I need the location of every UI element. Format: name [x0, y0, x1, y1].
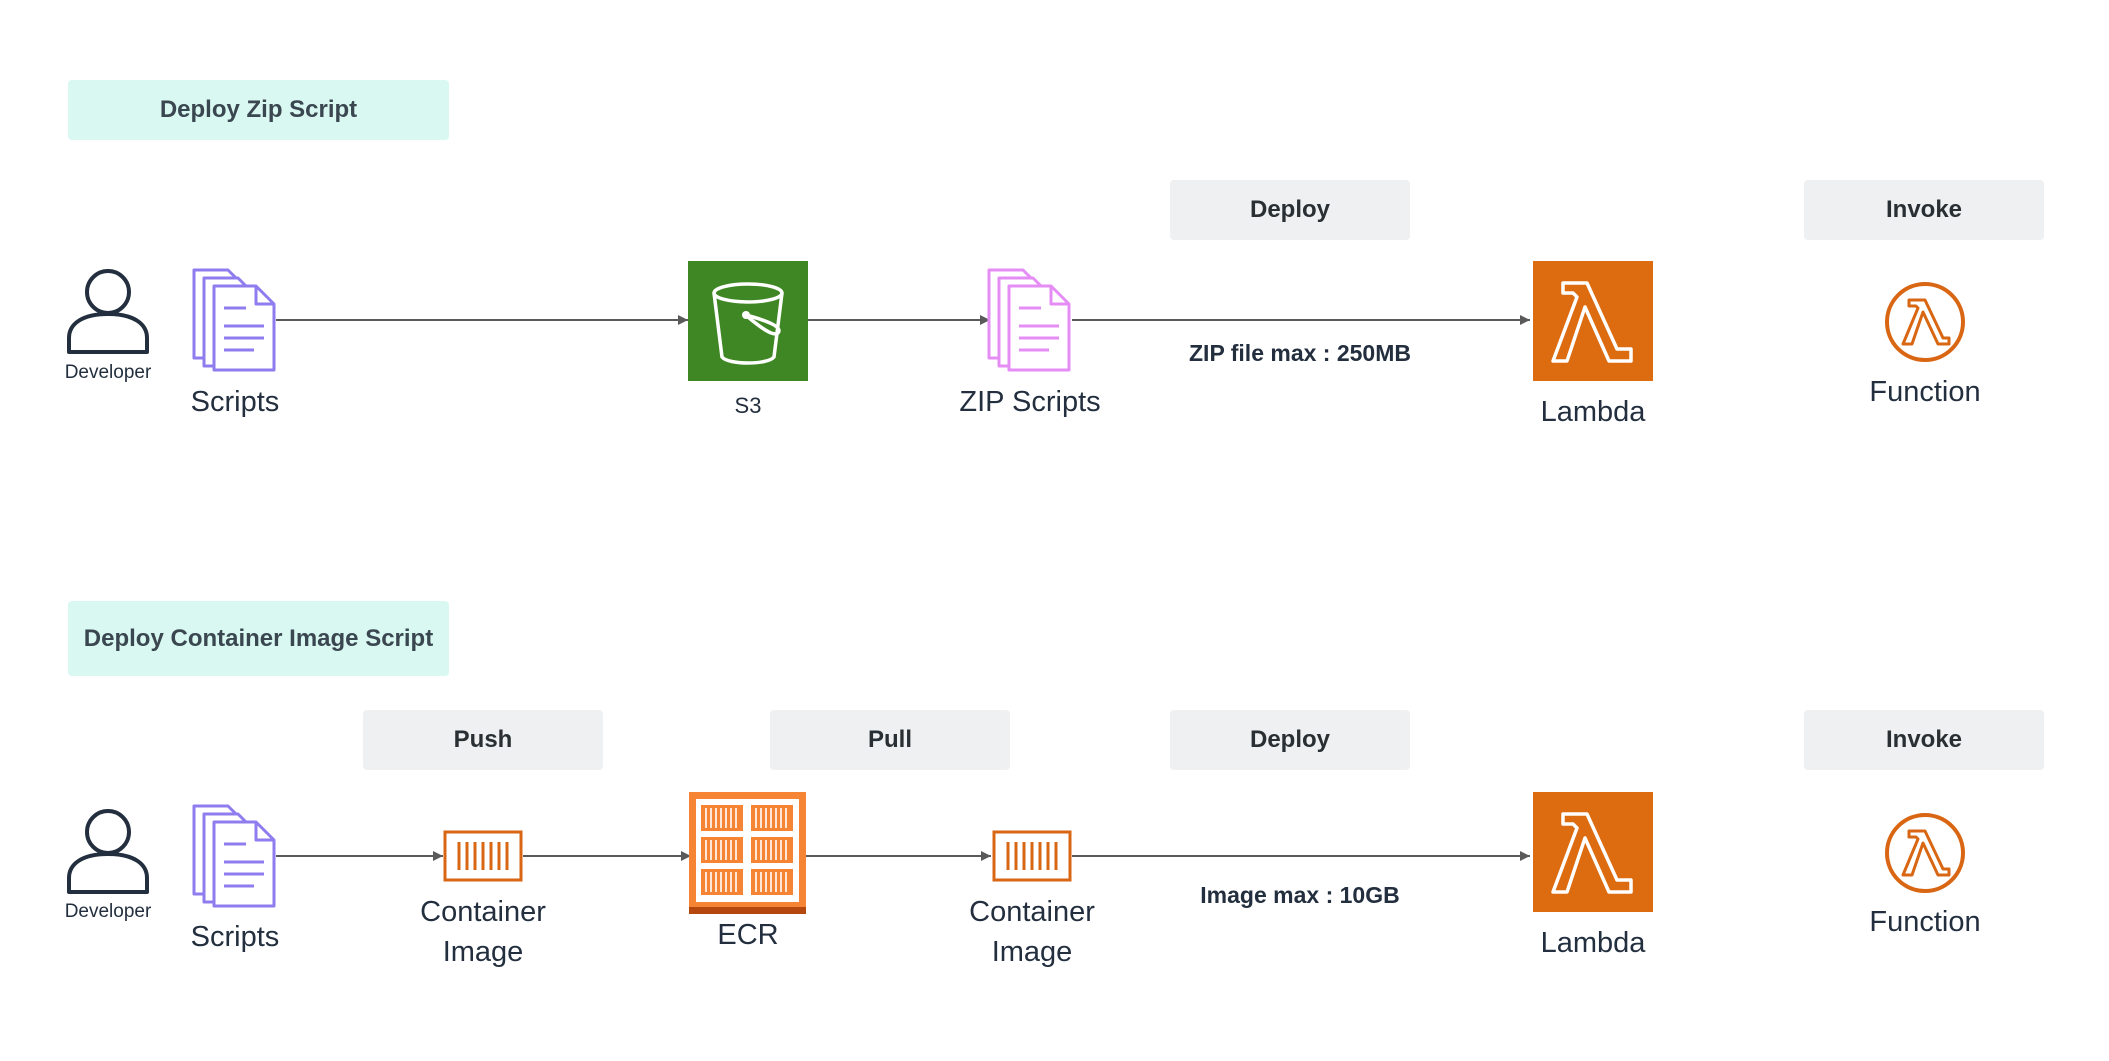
step-deploy: Deploy — [1170, 710, 1410, 770]
function-label: Function — [1869, 376, 1981, 408]
zip-size-limit-label: ZIP file max : 250MB — [1189, 340, 1411, 366]
scripts-label: Scripts — [190, 921, 280, 953]
container-image-icon — [443, 830, 523, 882]
section-title-zip: Deploy Zip Script — [68, 80, 449, 140]
container-image-icon — [992, 830, 1072, 882]
step-pull: Pull — [770, 710, 1010, 770]
zip-scripts-label: ZIP Scripts — [959, 386, 1101, 418]
container-image-label: Container Image — [969, 896, 1095, 968]
scripts-icon — [192, 268, 276, 372]
s3-label: S3 — [734, 393, 762, 418]
lambda-icon — [1533, 792, 1653, 912]
step-invoke: Invoke — [1804, 180, 2044, 240]
step-deploy: Deploy — [1170, 180, 1410, 240]
zip-scripts-icon — [987, 268, 1071, 372]
lambda-label: Lambda — [1540, 927, 1646, 959]
lambda-function-icon — [1885, 813, 1965, 893]
scripts-icon — [192, 804, 276, 908]
developer-label: Developer — [64, 362, 152, 383]
lambda-label: Lambda — [1540, 396, 1646, 428]
function-label: Function — [1869, 906, 1981, 938]
developer-label: Developer — [64, 901, 152, 922]
section-title-container: Deploy Container Image Script — [68, 601, 449, 676]
developer-icon — [67, 809, 149, 894]
container-image-label: Container Image — [420, 896, 546, 968]
lambda-icon — [1533, 261, 1653, 381]
developer-icon — [67, 269, 149, 354]
step-invoke: Invoke — [1804, 710, 2044, 770]
ecr-registry-icon — [689, 792, 806, 914]
s3-bucket-icon — [688, 261, 808, 381]
step-push: Push — [363, 710, 603, 770]
image-size-limit-label: Image max : 10GB — [1200, 882, 1400, 908]
lambda-function-icon — [1885, 282, 1965, 362]
scripts-label: Scripts — [190, 386, 280, 418]
ecr-label: ECR — [717, 919, 779, 951]
